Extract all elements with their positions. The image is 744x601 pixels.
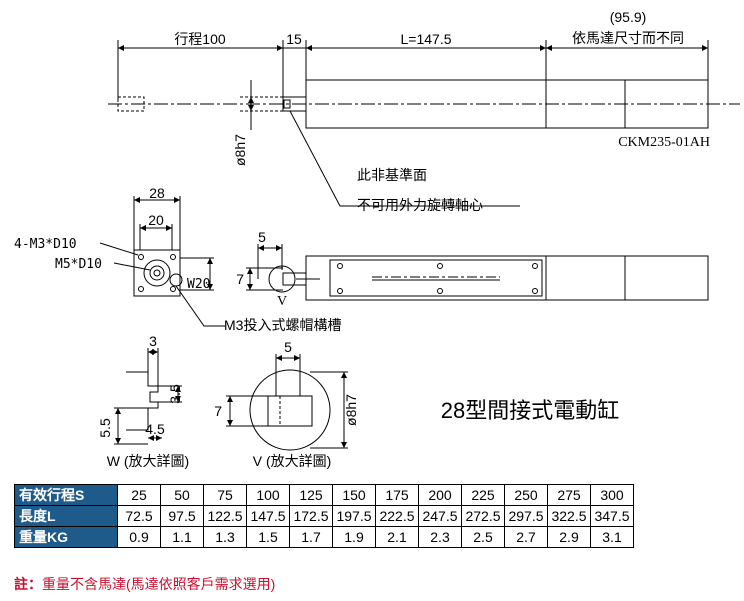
table-cell: 1.7 [289, 526, 333, 548]
table-cell: 1.1 [160, 526, 204, 548]
table-cell: 2.3 [418, 526, 462, 548]
technical-drawing: 行程100 15 L=147.5 (95.9) 依馬達尺寸而不同 CKM235-… [14, 9, 740, 469]
side-dim-5-label: 5 [258, 229, 266, 245]
v-detail [226, 354, 348, 451]
note-text: 重量不含馬達(馬達依照客戶需求選用) [42, 576, 276, 592]
table-cell: 172.5 [289, 505, 333, 527]
side-dim-7-label: 7 [236, 271, 244, 287]
row-label-length: 長度L [14, 505, 118, 527]
table-cell: 50 [160, 484, 204, 506]
table-cell: 2.7 [504, 526, 548, 548]
hole-m5-label: M5*D10 [55, 257, 102, 272]
weight-note: 註：重量不含馬達(馬達依照客戶需求選用) [14, 574, 275, 594]
table-cell: 25 [117, 484, 161, 506]
table-cell: 147.5 [246, 505, 290, 527]
table-cell: 297.5 [504, 505, 548, 527]
w-detail [114, 348, 182, 445]
table-cell: 2.1 [375, 526, 419, 548]
dim-15-label: 15 [286, 31, 302, 47]
table-cell: 300 [590, 484, 634, 506]
table-cell: 0.9 [117, 526, 161, 548]
v-mark-label: V [277, 294, 287, 309]
table-cell: 3.1 [590, 526, 634, 548]
w-dim-3-label: 3 [149, 333, 157, 349]
table-cell: 122.5 [203, 505, 247, 527]
side-view [246, 244, 709, 301]
table-cell: 2.5 [461, 526, 505, 548]
dim-95-9-label: (95.9) [610, 9, 647, 25]
table-cell: 97.5 [160, 505, 204, 527]
dim-20-top-label: 20 [148, 212, 164, 228]
dim-28-label: 28 [149, 185, 165, 201]
w-dim-4-5-label: 4.5 [145, 421, 165, 437]
ref-note-2: 不可用外力旋轉軸心 [357, 197, 483, 213]
table-cell: 225 [461, 484, 505, 506]
table-cell: 2.9 [547, 526, 591, 548]
table-cell: 75 [203, 484, 247, 506]
dim-L-label: L=147.5 [401, 31, 452, 47]
table-cell: 272.5 [461, 505, 505, 527]
table-cell: 150 [332, 484, 376, 506]
v-dim-5-label: 5 [284, 339, 292, 355]
table-cell: 100 [246, 484, 290, 506]
table-cell: 125 [289, 484, 333, 506]
ref-note-1: 此非基準面 [357, 167, 427, 183]
table-cell: 347.5 [590, 505, 634, 527]
table-cell: 175 [375, 484, 419, 506]
v-dim-7-label: 7 [214, 403, 222, 419]
w-dim-3-5-label: 3.5 [167, 384, 183, 404]
drawing-svg: 行程100 15 L=147.5 (95.9) 依馬達尺寸而不同 CKM235-… [14, 9, 740, 469]
shaft-dim-label: ø8h7 [232, 134, 248, 166]
table-cell: 222.5 [375, 505, 419, 527]
table-cell: 250 [504, 484, 548, 506]
w-caption: W (放大詳圖) [107, 453, 189, 469]
model-label: CKM235-01AH [618, 135, 710, 150]
table-cell: 200 [418, 484, 462, 506]
table-cell: 197.5 [332, 505, 376, 527]
top-view [108, 40, 740, 207]
row-label-weight: 重量KG [14, 526, 118, 548]
diagram-title: 28型間接式電動缸 [441, 398, 619, 423]
nut-slot-label: M3投入式螺帽構槽 [224, 317, 341, 333]
v-dim-phi-label: ø8h7 [343, 394, 359, 426]
dim-20-side-label: W20 [187, 277, 210, 292]
table-cell: 247.5 [418, 505, 462, 527]
v-caption: V (放大詳圖) [253, 453, 332, 469]
table-cell: 1.9 [332, 526, 376, 548]
end-view [99, 196, 226, 327]
row-label-stroke: 有效行程S [14, 484, 118, 506]
stroke-dim-label: 行程100 [174, 31, 226, 47]
table-cell: 1.3 [203, 526, 247, 548]
table-cell: 322.5 [547, 505, 591, 527]
table-cell: 72.5 [117, 505, 161, 527]
note-prefix: 註： [14, 576, 42, 592]
w-dim-5-5-label: 5.5 [97, 418, 113, 438]
motor-note: 依馬達尺寸而不同 [572, 30, 684, 46]
table-cell: 1.5 [246, 526, 290, 548]
hole-m3-label: 4-M3*D10 [14, 237, 77, 252]
table-cell: 275 [547, 484, 591, 506]
